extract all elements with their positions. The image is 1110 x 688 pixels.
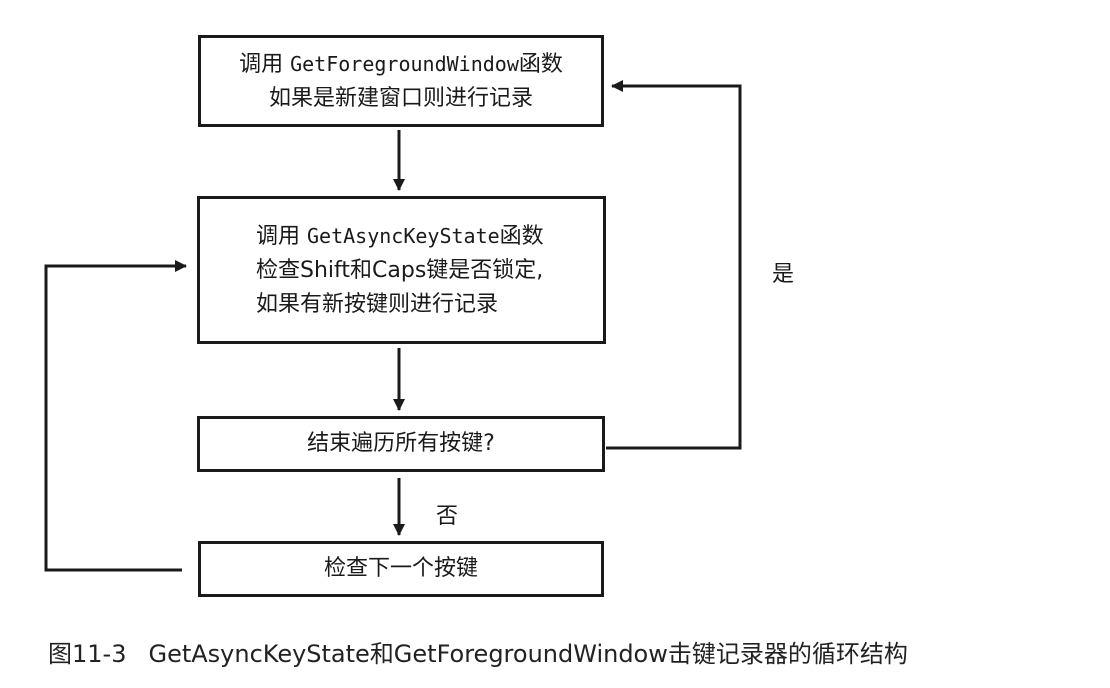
next-key-text: 检查下一个按键 [323,556,478,581]
decision-box: 结束遍历所有按键? [197,416,605,472]
box1-line1: 调用 GetForegroundWindow函数 [239,51,563,77]
box2-line3: 如果有新按键则进行记录 [256,291,499,317]
next-key-box: 检查下一个按键 [198,541,604,597]
arrow-decision-yes [606,80,742,450]
no-label: 否 [436,504,459,529]
get-async-key-state-box: 调用 GetAsyncKeyState函数 检查Shift和Caps键是否锁定,… [197,196,606,344]
figure-caption-text: GetAsyncKeyState和GetForegroundWindow击键记录… [148,640,908,668]
box2-line1: 调用 GetAsyncKeyState函数 [256,223,544,249]
box1-line2: 如果是新建窗口则进行记录 [268,85,533,111]
yes-label: 是 [772,262,795,287]
box2-line2: 检查Shift和Caps键是否锁定, [256,257,544,283]
figure-caption: 图11-3 GetAsyncKeyState和GetForegroundWindo… [48,634,908,669]
decision-text: 结束遍历所有按键? [307,431,495,456]
get-foreground-window-box: 调用 GetForegroundWindow函数 如果是新建窗口则进行记录 [198,35,604,127]
arrow-next-key-loop [44,260,187,572]
figure-number: 图11-3 [48,640,127,668]
